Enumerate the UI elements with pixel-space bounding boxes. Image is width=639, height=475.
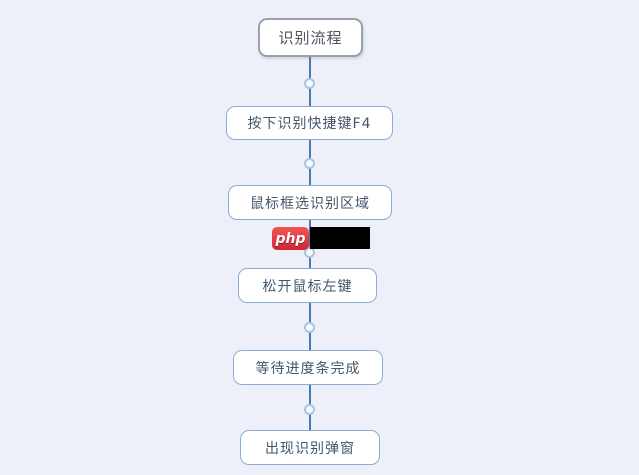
connector-dot (304, 78, 315, 89)
flow-node-label: 出现识别弹窗 (265, 440, 355, 457)
php-logo-icon: php (272, 227, 309, 250)
flow-node-step-2: 鼠标框选识别区域 (228, 185, 392, 220)
flow-node-label: 识别流程 (278, 29, 343, 47)
flow-node-step-4: 等待进度条完成 (233, 350, 383, 385)
connector-dot (304, 158, 315, 169)
flow-node-step-3: 松开鼠标左键 (238, 268, 377, 303)
flow-node-step-1: 按下识别快捷键F4 (226, 106, 393, 140)
connector-dot (304, 404, 315, 415)
php-logo-text: php (275, 230, 306, 247)
redacted-bar (310, 227, 370, 249)
flow-node-label: 鼠标框选识别区域 (250, 195, 370, 212)
flow-node-start: 识别流程 (258, 18, 363, 57)
flow-node-step-5: 出现识别弹窗 (240, 430, 380, 465)
connector-dot (304, 247, 315, 258)
flow-node-label: 等待进度条完成 (255, 360, 361, 377)
flow-node-label: 松开鼠标左键 (262, 278, 353, 295)
connector-dot (304, 322, 315, 333)
flow-node-label: 按下识别快捷键F4 (247, 116, 372, 132)
site-watermark: php (272, 227, 370, 250)
